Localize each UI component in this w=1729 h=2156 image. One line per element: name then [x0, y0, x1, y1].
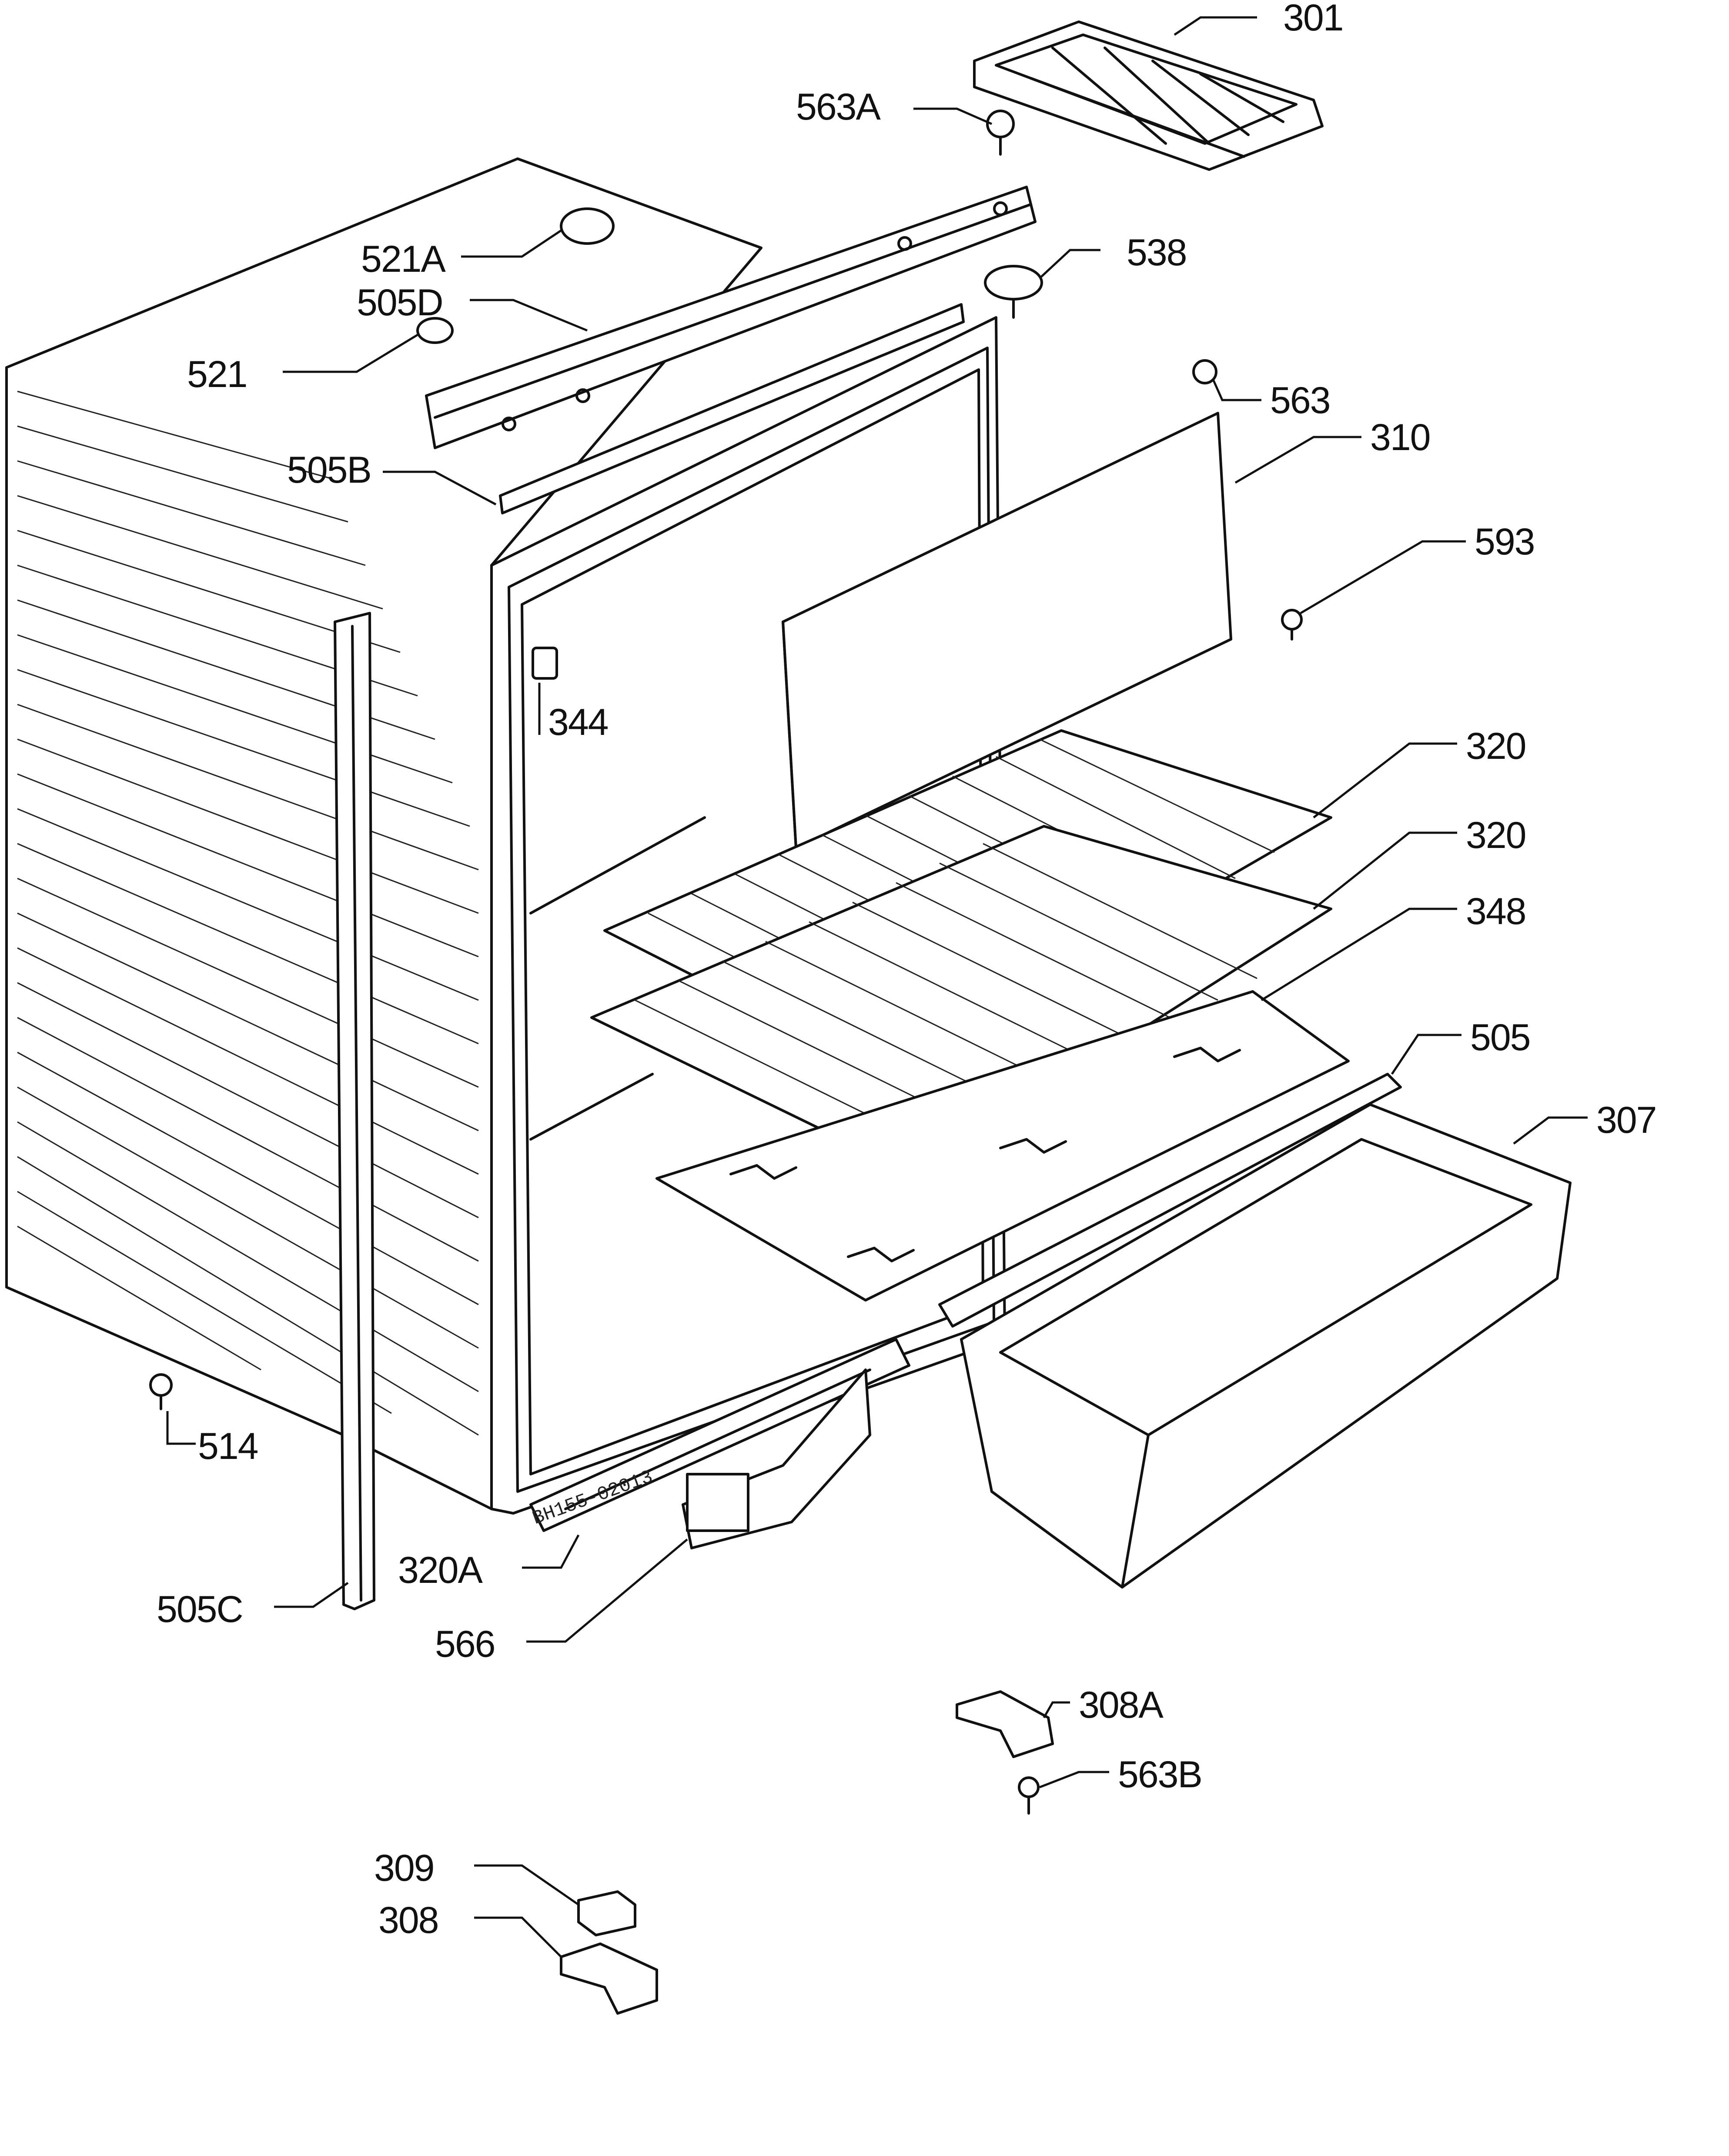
callout-593: 593	[1475, 521, 1535, 563]
callout-320-lower: 320	[1466, 814, 1526, 856]
callout-505b: 505B	[287, 449, 371, 491]
freezer-flap-310	[782, 412, 1232, 849]
callout-310: 310	[1370, 417, 1430, 458]
callout-563b: 563B	[1118, 1754, 1202, 1796]
callout-521: 521	[187, 354, 247, 395]
plug-521	[416, 317, 454, 344]
bracket-308a	[956, 1690, 1054, 1758]
bushing-563	[1192, 359, 1217, 384]
callout-538: 538	[1127, 232, 1187, 274]
bracket-308	[560, 1942, 658, 2015]
callout-301: 301	[1283, 0, 1343, 39]
callout-563: 563	[1270, 380, 1330, 421]
callout-308: 308	[378, 1899, 438, 1941]
callout-320a: 320A	[398, 1549, 483, 1591]
callout-labels: 301 563A 521A 538 505D 521 563 310 505B …	[157, 0, 1657, 1941]
crisper-drawer-307	[960, 1103, 1572, 1589]
trim-strip-505	[938, 1073, 1402, 1328]
screw-593	[1281, 609, 1303, 641]
top-rail-505d	[425, 186, 1037, 449]
block-309	[577, 1890, 636, 1936]
callout-514: 514	[198, 1425, 258, 1467]
front-strip-505b	[499, 303, 965, 514]
foot-514	[149, 1373, 173, 1410]
screw-563b	[1018, 1776, 1040, 1815]
glass-plate-348	[655, 990, 1350, 1302]
ice-tray-301	[973, 20, 1324, 171]
vent-grille-320a	[529, 1338, 910, 1532]
callout-308a: 308A	[1079, 1684, 1164, 1726]
callout-505c: 505C	[157, 1589, 243, 1630]
callout-344: 344	[548, 701, 608, 743]
leader-lines	[166, 16, 1588, 1958]
callout-521a: 521A	[361, 238, 446, 280]
callout-505d: 505D	[357, 282, 443, 324]
callout-307: 307	[1596, 1099, 1656, 1141]
callout-566: 566	[435, 1623, 495, 1665]
lamp-switch-566	[682, 1368, 871, 1549]
callout-348: 348	[1466, 891, 1526, 932]
callout-563a: 563A	[796, 86, 881, 128]
callout-320-upper: 320	[1466, 725, 1526, 767]
plug-521a	[560, 207, 615, 245]
callout-309: 309	[374, 1847, 434, 1889]
callout-505: 505	[1470, 1017, 1530, 1058]
clip-344	[532, 647, 558, 680]
screw-563a	[986, 110, 1015, 156]
hinge-538	[984, 265, 1043, 319]
